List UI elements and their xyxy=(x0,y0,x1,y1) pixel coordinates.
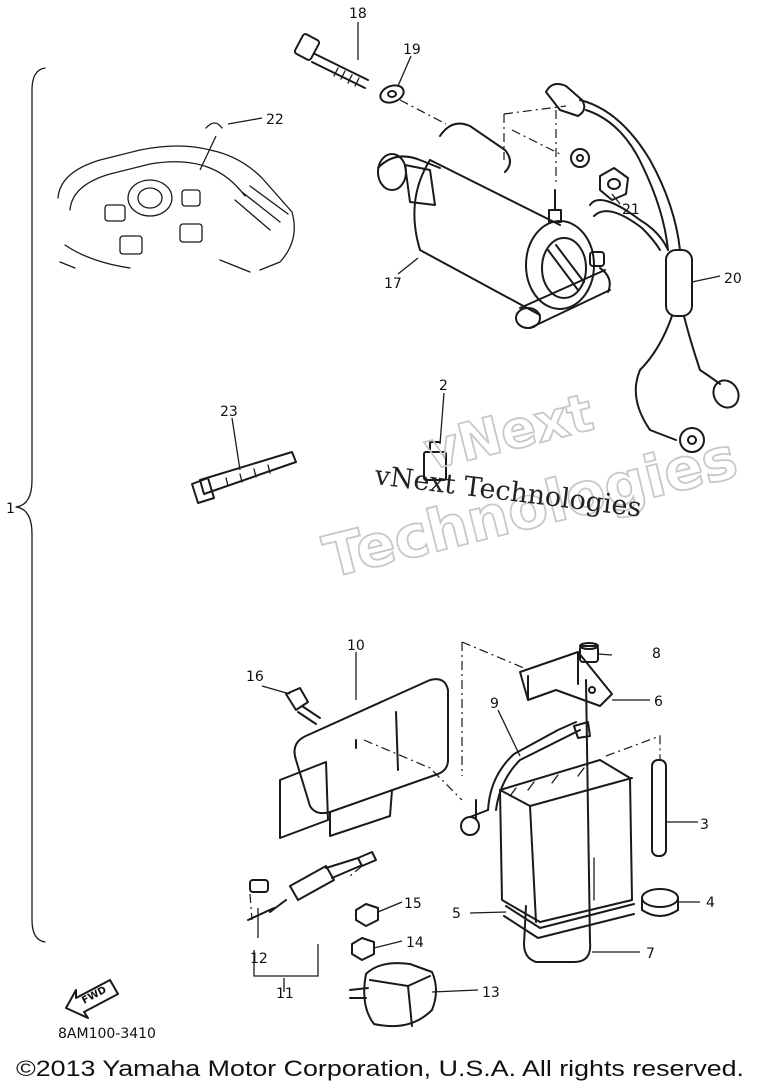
callout-18: 18 xyxy=(349,6,367,22)
callout-7: 7 xyxy=(646,946,655,962)
callout-17: 17 xyxy=(384,276,402,292)
drawing-code: 8AM100-3410 xyxy=(58,1026,156,1042)
callout-20: 20 xyxy=(724,271,742,287)
callout-8: 8 xyxy=(652,646,661,662)
callout-12: 12 xyxy=(250,951,268,967)
callout-9: 9 xyxy=(490,696,499,712)
starter-relay xyxy=(349,962,437,1028)
callout-6: 6 xyxy=(654,694,663,710)
callout-15: 15 xyxy=(404,896,422,912)
callout-19: 19 xyxy=(403,42,421,58)
starter-cable xyxy=(545,83,740,453)
hex-nut xyxy=(355,903,379,927)
callout-21: 21 xyxy=(622,202,640,218)
fuse-holder xyxy=(247,851,377,921)
fwd-arrow-icon: FWD xyxy=(65,979,119,1019)
engine-head-sketch xyxy=(57,122,295,273)
nut xyxy=(599,167,629,201)
callout-labels: 1 2 3 4 5 6 7 8 9 10 11 12 13 14 15 16 1… xyxy=(6,6,742,1002)
assembly-brace xyxy=(15,67,46,943)
callout-2: 2 xyxy=(439,378,448,394)
small-clip xyxy=(423,441,447,481)
callout-16: 16 xyxy=(246,669,264,685)
starter-motor xyxy=(377,122,611,329)
fitting xyxy=(285,687,321,725)
callout-5: 5 xyxy=(452,906,461,922)
callout-22: 22 xyxy=(266,112,284,128)
battery-cover xyxy=(279,678,449,839)
cable-tie xyxy=(191,451,297,504)
copyright-notice: ©2013 Yamaha Motor Corporation, U.S.A. A… xyxy=(16,1056,744,1081)
leader-lines xyxy=(199,22,721,993)
callout-3: 3 xyxy=(700,817,709,833)
callout-4: 4 xyxy=(706,895,715,911)
bolt xyxy=(293,33,369,89)
callout-10: 10 xyxy=(347,638,365,654)
washer xyxy=(379,84,405,104)
callout-11: 11 xyxy=(276,986,294,1002)
callout-23: 23 xyxy=(220,404,238,420)
battery-cable xyxy=(460,721,591,836)
callout-13: 13 xyxy=(482,985,500,1001)
battery xyxy=(499,759,635,939)
grommet xyxy=(641,888,679,917)
hex-nut-small xyxy=(351,937,375,961)
callout-14: 14 xyxy=(406,935,424,951)
dashed-guides xyxy=(249,99,661,921)
breather-pipe xyxy=(651,759,667,857)
callout-1: 1 xyxy=(6,501,15,517)
u-bolt xyxy=(523,679,595,963)
watermark: vNext Technologies vNext Technologies xyxy=(316,382,745,592)
battery-bracket xyxy=(519,651,613,707)
